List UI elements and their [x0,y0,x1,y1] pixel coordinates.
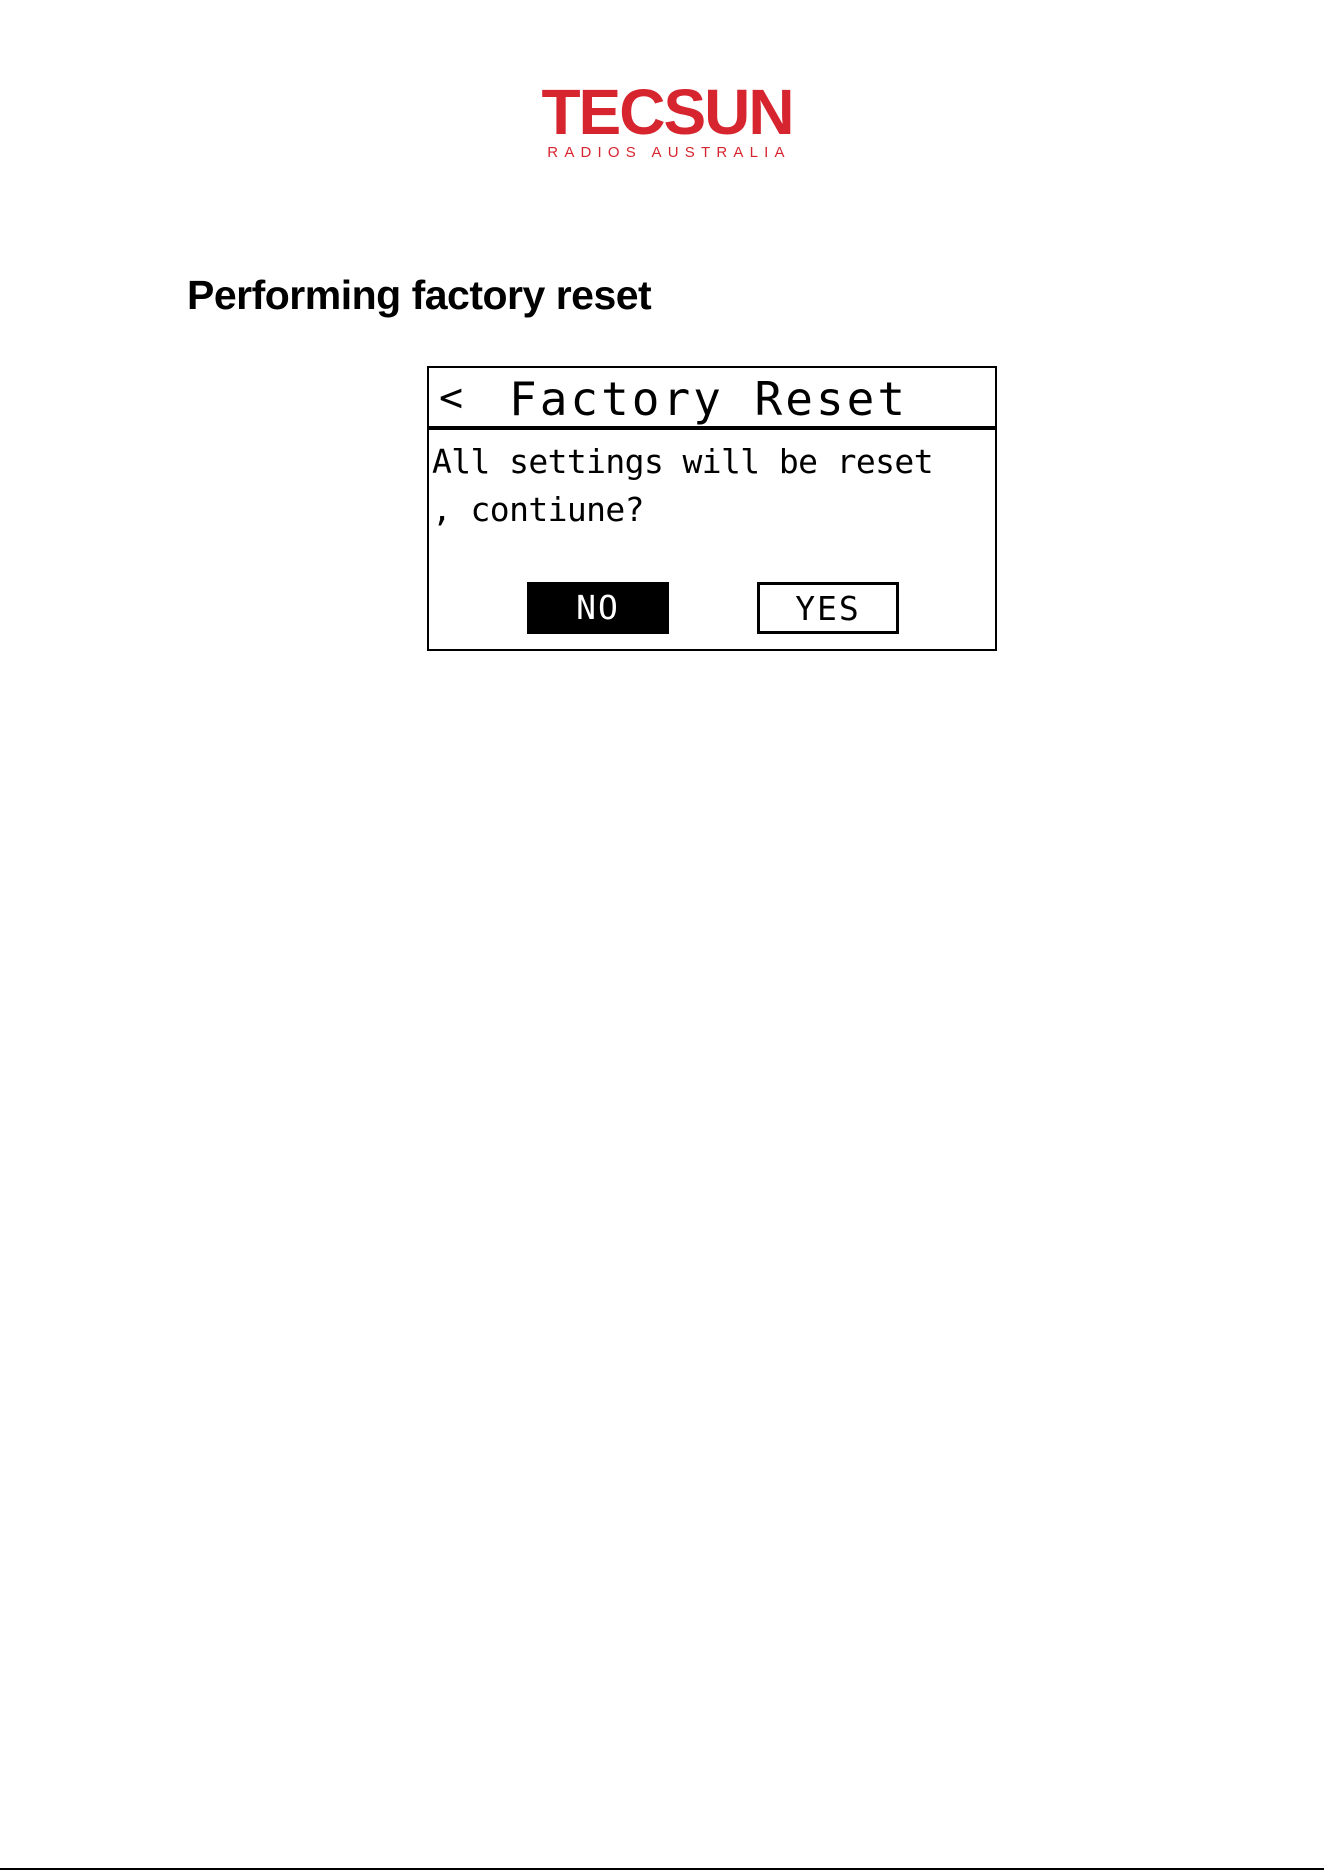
no-button[interactable]: NO [527,582,669,634]
page-title: Performing factory reset [187,272,651,319]
lcd-screen: < Factory Reset All settings will be res… [427,366,997,651]
message-line-2: , contiune? [432,490,644,529]
lcd-header: < Factory Reset [429,368,995,430]
yes-button[interactable]: YES [757,582,899,634]
lcd-title: Factory Reset [509,374,908,424]
logo-brand: TECSUN [534,82,800,142]
reset-confirmation-message: All settings will be reset , contiune? [432,438,992,534]
chevron-left-icon[interactable]: < [439,376,463,420]
tecsun-logo: TECSUN RADIOS AUSTRALIA [534,82,800,161]
footer-divider [0,1868,1324,1870]
message-line-1: All settings will be reset [432,442,933,481]
